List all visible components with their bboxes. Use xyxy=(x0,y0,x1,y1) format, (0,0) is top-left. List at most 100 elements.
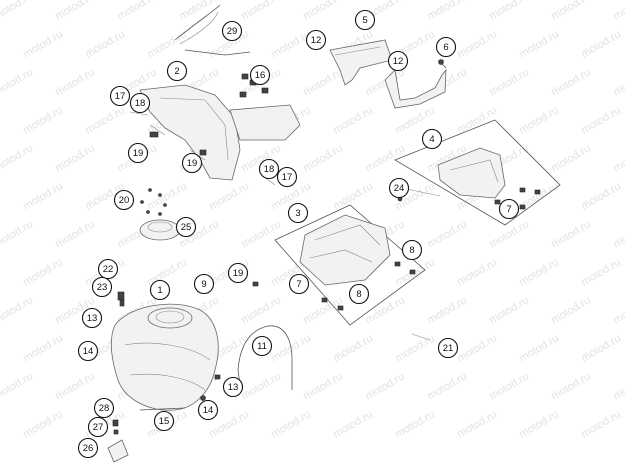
callout-number: 24 xyxy=(394,183,405,194)
watermark-text: motod.ru xyxy=(21,28,65,60)
callout-6: 6 xyxy=(435,36,457,58)
watermark-text: motod.ru xyxy=(21,408,65,440)
callout-circle xyxy=(113,189,135,211)
callout-number: 13 xyxy=(228,382,239,393)
callout-number: 12 xyxy=(311,35,322,46)
callout-number: 18 xyxy=(264,164,275,175)
callout-circle xyxy=(498,198,520,220)
watermark-text: motod.ru xyxy=(0,0,35,23)
callout-circle xyxy=(288,273,310,295)
watermark-text: motod.ru xyxy=(363,142,407,174)
callout-circle xyxy=(305,29,327,51)
watermark-text: motod.ru xyxy=(53,0,97,23)
callout-20: 20 xyxy=(113,189,135,211)
callout-number: 28 xyxy=(99,403,110,414)
watermark-text: motod.ru xyxy=(21,256,65,288)
callout-circle xyxy=(221,20,243,42)
callout-circle xyxy=(153,410,175,432)
watermark-text: motod.ru xyxy=(517,408,561,440)
callout-circle xyxy=(276,166,298,188)
watermark-text: motod.ru xyxy=(549,370,593,402)
watermark-text: motod.ru xyxy=(177,0,221,23)
watermark-text: motod.ru xyxy=(301,0,345,23)
callout-circle xyxy=(93,397,115,419)
callout-circle xyxy=(387,50,409,72)
watermark-layer: motod.ru motod.ru motod.ru motod.ru motod.ru… xyxy=(0,0,625,441)
watermark-text: motod.ru xyxy=(269,408,313,440)
watermark-text: motod.ru xyxy=(611,370,625,402)
callout-circle xyxy=(435,36,457,58)
watermark-text: motod.ru xyxy=(331,332,375,364)
callout-circle xyxy=(129,92,151,114)
callout-23: 23 xyxy=(91,276,113,298)
callout-22: 22 xyxy=(97,258,119,280)
callout-number: 7 xyxy=(506,204,511,215)
callout-21: 21 xyxy=(437,337,459,359)
callout-18: 18 xyxy=(258,158,280,180)
watermark-text: motod.ru xyxy=(331,408,375,440)
watermark-text: motod.ru xyxy=(53,66,97,98)
callout-circle xyxy=(127,142,149,164)
callout-4: 4 xyxy=(421,128,443,150)
callout-8: 8 xyxy=(401,239,423,261)
callout-circle xyxy=(81,307,103,329)
watermark-text: motod.ru xyxy=(145,28,189,60)
callout-circle xyxy=(251,335,273,357)
callout-circle xyxy=(287,202,309,224)
callout-number: 9 xyxy=(201,279,206,290)
watermark-text: motod.ru xyxy=(363,370,407,402)
callout-circle xyxy=(175,216,197,238)
callout-7: 7 xyxy=(288,273,310,295)
callout-number: 16 xyxy=(255,70,266,81)
callout-16: 16 xyxy=(249,64,271,86)
watermark-text: motod.ru xyxy=(549,0,593,23)
callout-11: 11 xyxy=(251,335,273,357)
callout-27: 27 xyxy=(87,416,109,438)
callout-circle xyxy=(227,262,249,284)
callout-circle xyxy=(401,239,423,261)
watermark-text: motod.ru xyxy=(611,142,625,174)
watermark-text: motod.ru xyxy=(0,294,35,326)
part-3-shape xyxy=(274,204,426,326)
callout-number: 6 xyxy=(443,42,448,53)
watermark-text: motod.ru xyxy=(301,142,345,174)
callout-number: 18 xyxy=(135,98,146,109)
callout-number: 8 xyxy=(409,245,414,256)
watermark-text: motod.ru xyxy=(83,28,127,60)
part-6-shape xyxy=(384,59,447,109)
watermark-text: motod.ru xyxy=(549,142,593,174)
callout-3: 3 xyxy=(287,202,309,224)
watermark-text: motod.ru xyxy=(517,28,561,60)
callout-14: 14 xyxy=(77,340,99,362)
part-20-25-shape xyxy=(139,188,181,241)
watermark-text: motod.ru xyxy=(455,256,499,288)
watermark-text: motod.ru xyxy=(53,370,97,402)
callout-number: 2 xyxy=(174,66,179,77)
callout-9: 9 xyxy=(193,273,215,295)
watermark-text: motod.ru xyxy=(517,256,561,288)
watermark-text: motod.ru xyxy=(517,332,561,364)
callout-circle xyxy=(437,337,459,359)
callout-circle xyxy=(388,177,410,199)
callout-number: 15 xyxy=(159,416,170,427)
callout-17: 17 xyxy=(109,85,131,107)
callout-12: 12 xyxy=(387,50,409,72)
callout-circle xyxy=(77,340,99,362)
watermark-text: motod.ru xyxy=(455,408,499,440)
callout-circle xyxy=(258,158,280,180)
watermark-text: motod.ru xyxy=(487,66,531,98)
watermark-text: motod.ru xyxy=(487,0,531,23)
watermark-text: motod.ru xyxy=(239,218,283,250)
callout-circle xyxy=(149,279,171,301)
watermark-text: motod.ru xyxy=(21,332,65,364)
callout-number: 23 xyxy=(97,282,108,293)
watermark-text: motod.ru xyxy=(579,104,623,136)
callout-5: 5 xyxy=(354,9,376,31)
callout-13: 13 xyxy=(81,307,103,329)
watermark-text: motod.ru xyxy=(269,28,313,60)
callout-number: 19 xyxy=(187,158,198,169)
callout-circle xyxy=(354,9,376,31)
